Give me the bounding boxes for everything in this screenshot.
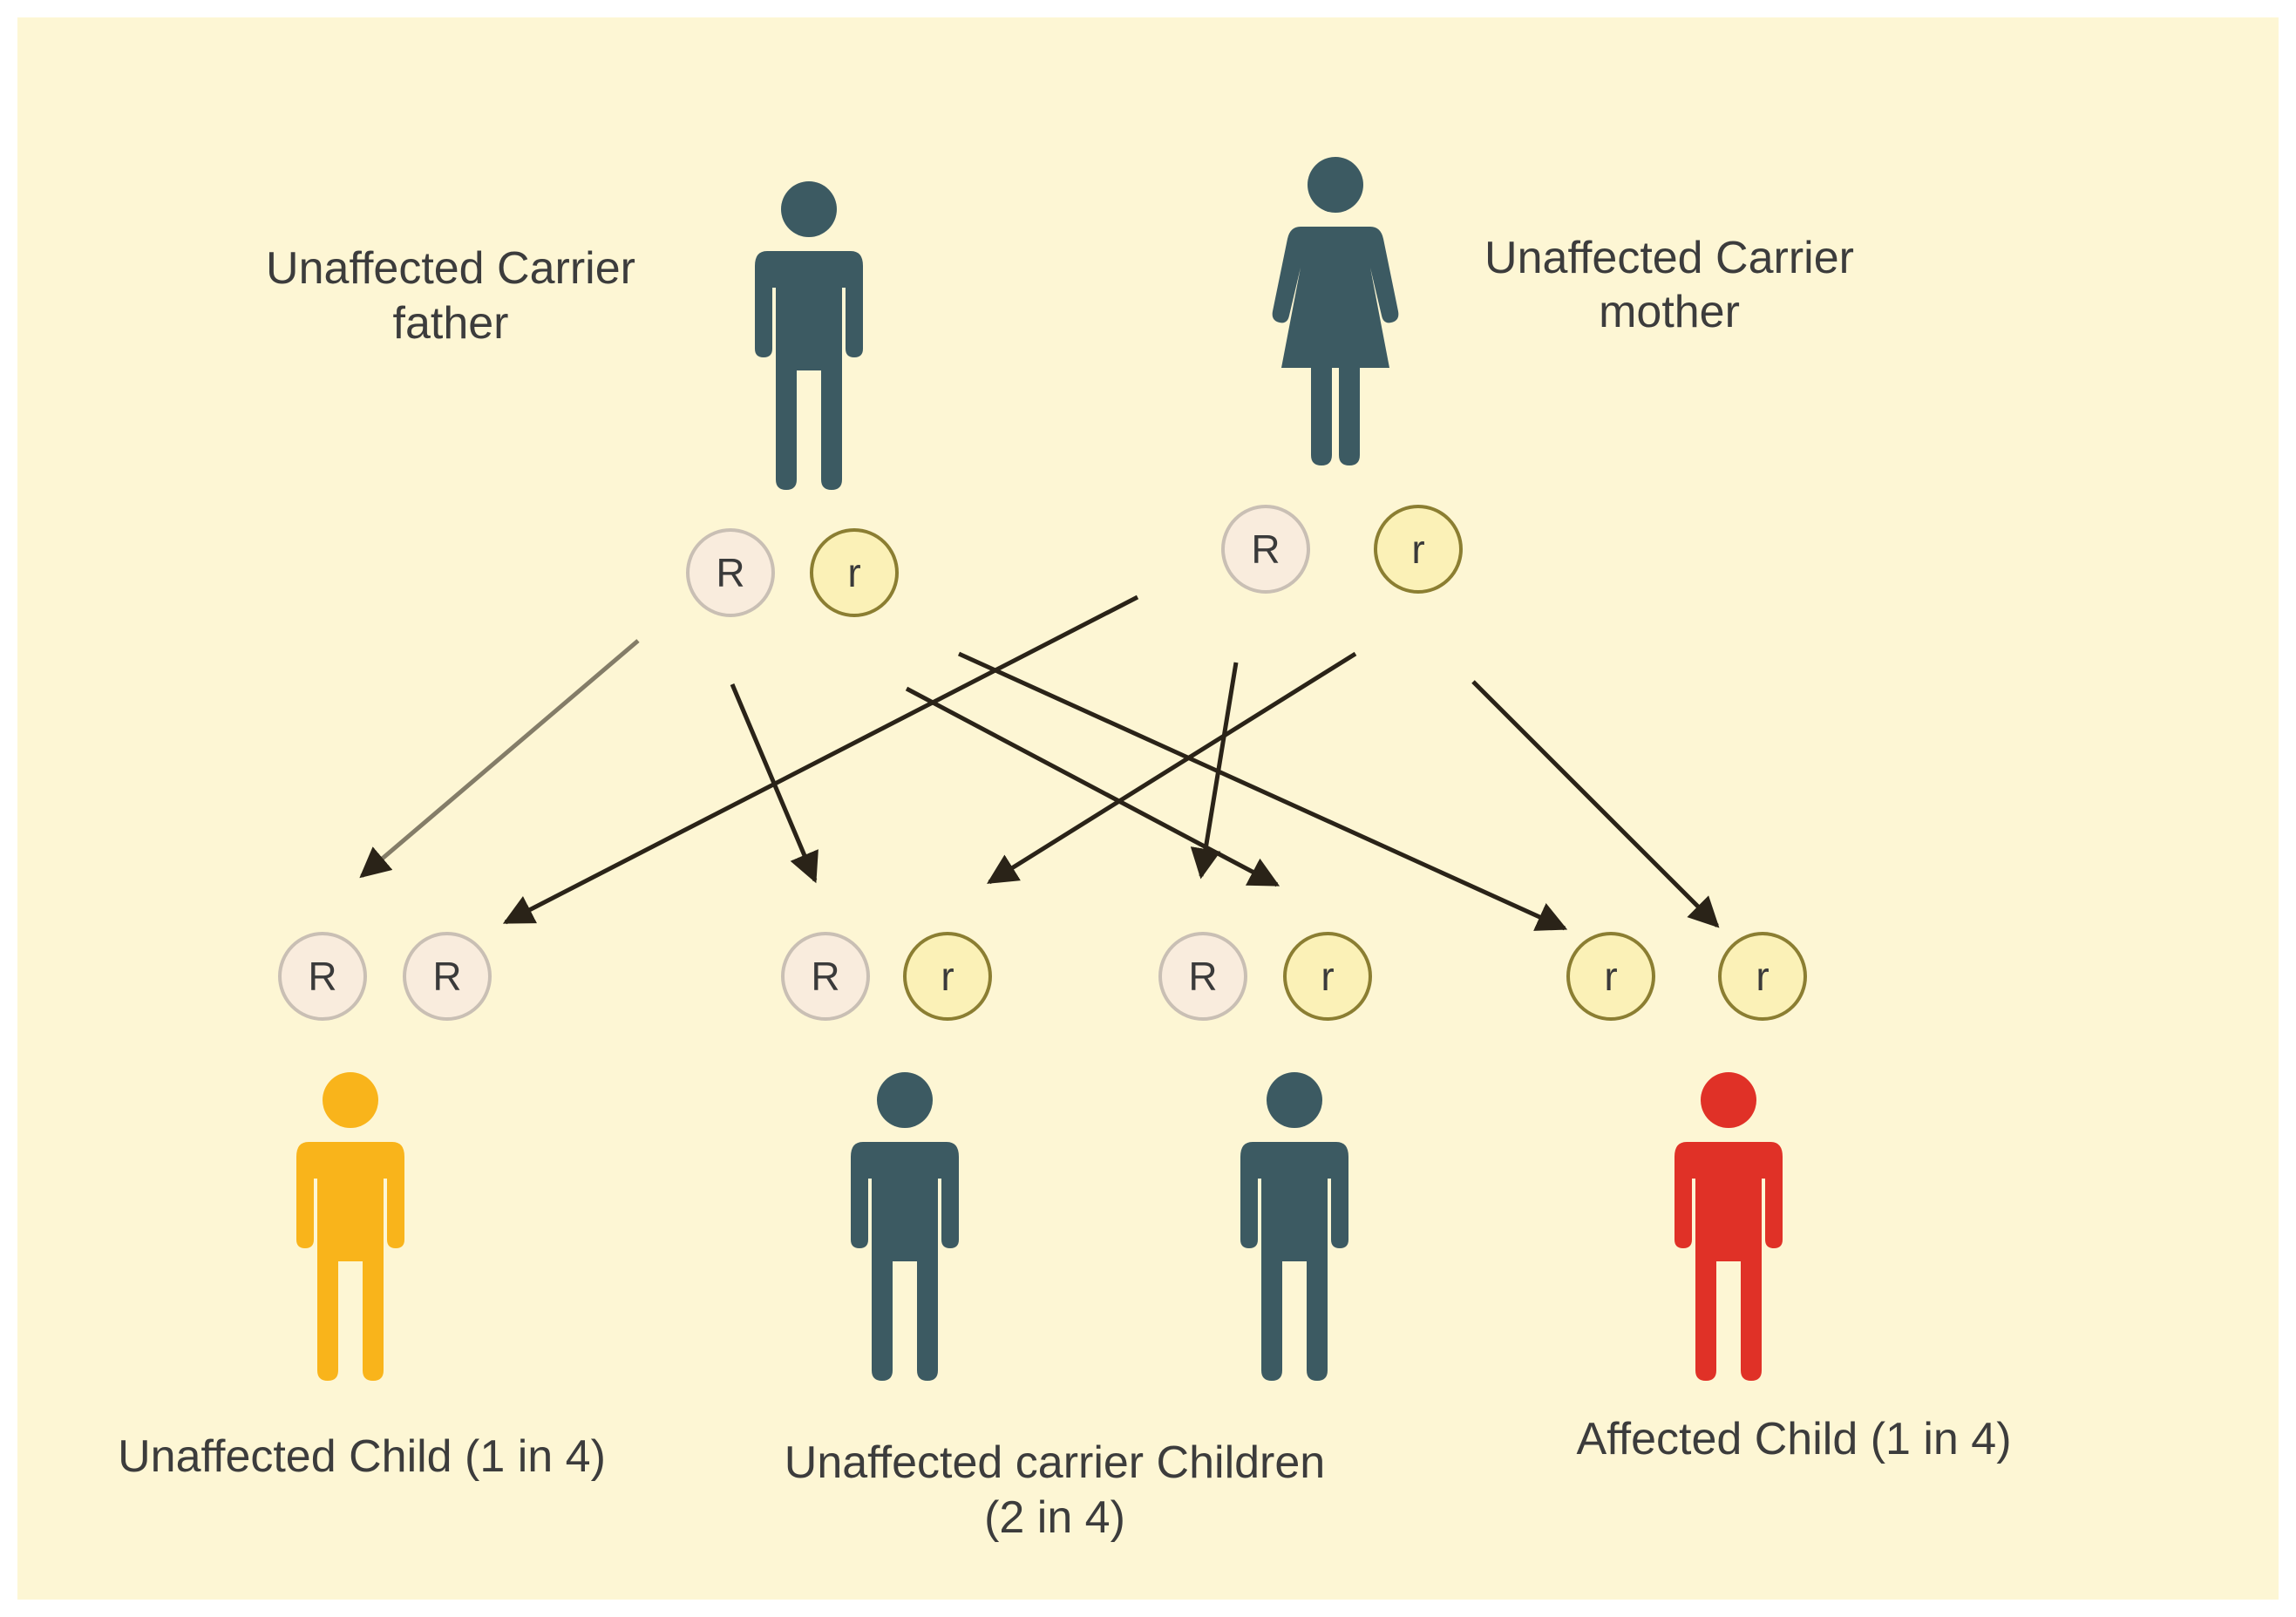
father-allele-r: r [810, 528, 899, 617]
child2-allele-R: R [781, 932, 870, 1021]
svg-text:R: R [432, 954, 461, 999]
svg-text:r: r [941, 954, 954, 999]
child3-allele-r: r [1283, 932, 1372, 1021]
svg-text:r: r [1756, 954, 1769, 999]
svg-text:r: r [1411, 527, 1424, 572]
svg-text:R: R [1188, 954, 1217, 999]
unaffected-child-icon [296, 1072, 404, 1381]
arrow-mother-R-to-child3 [1190, 662, 1239, 880]
father-allele-R: R [686, 528, 775, 617]
child4-allele-r-1: r [1566, 932, 1655, 1021]
arrow-mother-r-to-child4 [1471, 680, 1720, 928]
svg-text:R: R [1251, 527, 1280, 572]
child4-allele-r-2: r [1718, 932, 1807, 1021]
inheritance-arrows [359, 594, 1720, 931]
affected-child-icon [1674, 1072, 1783, 1381]
affected-child-label: Affected Child (1 in 4) [1576, 1414, 2011, 1464]
diagram-background [17, 17, 2279, 1600]
carrier-children-label-line2: (2 in 4) [984, 1492, 1125, 1543]
mother-label-line2: mother [1599, 287, 1740, 337]
arrow-father-R-to-child1 [359, 639, 640, 879]
mother-allele-r: r [1374, 505, 1463, 594]
carrier-child-icon [1240, 1072, 1348, 1381]
child1-allele-R-1: R [278, 932, 367, 1021]
mother-allele-R: R [1221, 505, 1310, 594]
svg-text:r: r [847, 550, 860, 595]
arrow-mother-r-to-child2 [987, 651, 1357, 885]
female-person-icon [1272, 157, 1399, 465]
child2-allele-r: r [903, 932, 992, 1021]
svg-text:r: r [1604, 954, 1617, 999]
father-label-line1: Unaffected Carrier [266, 243, 635, 294]
arrow-father-r-to-child4 [957, 651, 1568, 931]
svg-text:R: R [308, 954, 336, 999]
mother-label-line1: Unaffected Carrier [1484, 233, 1854, 283]
child3-allele-R: R [1158, 932, 1247, 1021]
carrier-children-label-line1: Unaffected carrier Children [785, 1437, 1325, 1488]
arrow-mother-R-to-child1 [502, 594, 1139, 925]
svg-text:R: R [716, 550, 744, 595]
carrier-child-icon [851, 1072, 959, 1381]
svg-text:R: R [811, 954, 839, 999]
child1-allele-R-2: R [403, 932, 492, 1021]
arrow-father-r-to-child3 [905, 686, 1280, 887]
male-person-icon [755, 181, 863, 490]
unaffected-child-label: Unaffected Child (1 in 4) [118, 1431, 606, 1482]
svg-text:r: r [1321, 954, 1334, 999]
father-label-line2: father [393, 298, 509, 349]
